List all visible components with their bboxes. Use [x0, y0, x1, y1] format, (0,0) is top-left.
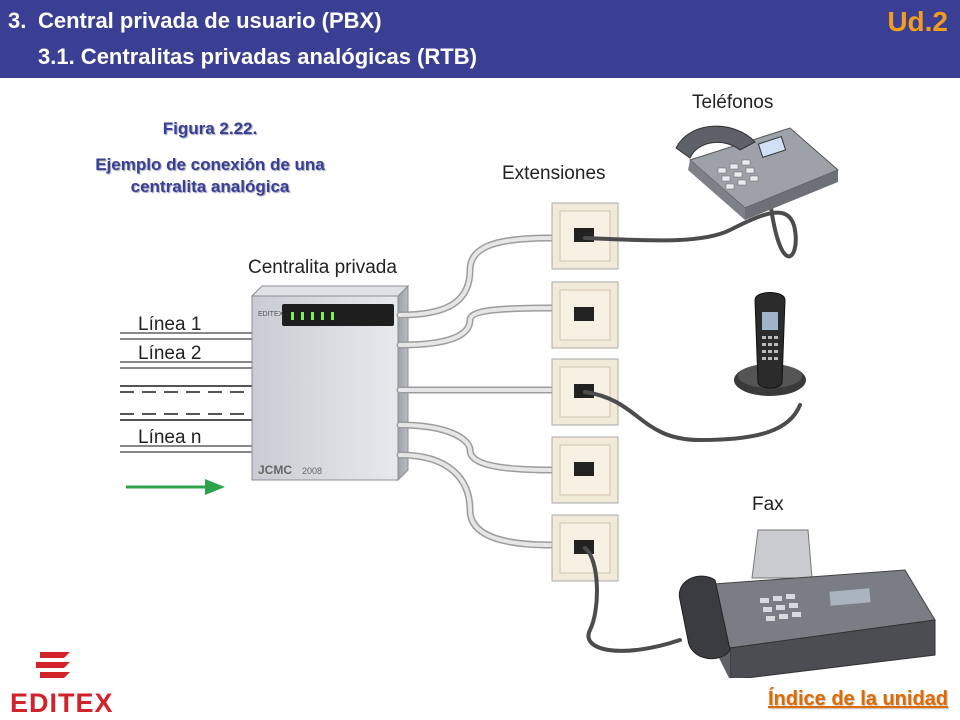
pbx-connection-diagram: EDITEX JCMC 2008	[120, 92, 936, 678]
unit-badge: Ud.2	[887, 6, 948, 37]
incoming-line-1	[120, 332, 252, 340]
subsection-title: 3.1. Centralitas privadas analógicas (RT…	[38, 44, 477, 69]
device-brand: EDITEX	[258, 311, 284, 318]
section-title: Central privada de usuario (PBX)	[38, 8, 382, 33]
incoming-line-2	[120, 361, 252, 369]
line-2-label: Línea 2	[138, 343, 201, 364]
wall-sockets	[551, 202, 619, 582]
cordless-phone-icon	[734, 292, 806, 396]
line-1-label: Línea 1	[138, 314, 201, 335]
figure-caption-line1: Ejemplo de conexión de una	[95, 155, 325, 174]
footer-brand: EDITEX	[10, 688, 114, 718]
line-n-label: Línea n	[138, 427, 201, 448]
pbx-device: EDITEX JCMC 2008	[250, 284, 410, 482]
socket-3	[551, 358, 619, 426]
fax-machine-icon	[678, 529, 936, 678]
direction-arrow	[126, 479, 225, 495]
extensions-label: Extensiones	[502, 163, 606, 184]
figure-label: Figura 2.22.	[162, 119, 258, 138]
socket-4	[551, 436, 619, 504]
section-heading: 3. Central privada de usuario (PBX)	[8, 8, 382, 34]
editex-logo-icon	[36, 652, 70, 678]
pbx-label: Centralita privada	[248, 257, 397, 278]
phones-label: Teléfonos	[692, 92, 773, 113]
device-cables	[583, 198, 802, 653]
device-year: 2008	[302, 466, 322, 476]
device-model: JCMC	[258, 463, 292, 477]
desk-telephone-icon	[675, 125, 839, 220]
fax-label: Fax	[752, 494, 784, 515]
incoming-line-n	[120, 445, 252, 453]
socket-2	[551, 281, 619, 349]
unit-index-link[interactable]: Índice de la unidad	[767, 688, 948, 710]
socket-1	[551, 202, 619, 270]
header-bar: 3. Central privada de usuario (PBX) 3.1. …	[0, 0, 960, 78]
figure-caption-line2: centralita analógica	[130, 177, 290, 196]
incoming-line-dashed	[120, 385, 252, 421]
editex-logo	[30, 648, 80, 684]
section-number: 3.	[8, 8, 27, 33]
extension-wires-inner	[398, 236, 554, 547]
